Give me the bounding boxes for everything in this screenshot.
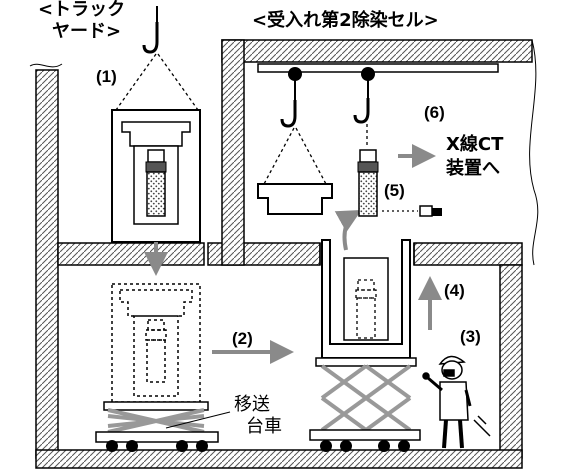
- hook-icon: [142, 22, 159, 54]
- canister-icon: [146, 171, 166, 217]
- cut-line: [529, 39, 539, 266]
- floor-slab-left: [57, 242, 205, 266]
- transfer-leader: [165, 411, 231, 429]
- floor-slab-right: [413, 242, 523, 266]
- arrow-curve-lift: [334, 210, 362, 251]
- step-4-label: (4): [444, 281, 465, 300]
- step-5-label: (5): [384, 181, 405, 200]
- track-yard-hook-assembly: [111, 6, 201, 243]
- worker-icon: [422, 355, 491, 449]
- step-6-label: (6): [424, 103, 445, 122]
- transfer-trolley-label-line2: 台車: [246, 416, 282, 437]
- bottom-floor: [35, 449, 523, 469]
- transfer-trolley-label-line1: 移送: [234, 394, 270, 415]
- step-2-label: (2): [232, 329, 253, 348]
- container-dashed-outline: [111, 283, 201, 403]
- left-transfer-trolley: [95, 401, 219, 452]
- hook-icon: [280, 100, 297, 128]
- right-lifter: [309, 239, 421, 452]
- step-3-label: (3): [460, 327, 481, 346]
- building-walls: [29, 39, 539, 469]
- container-lid: [257, 183, 333, 215]
- cell-crane: [257, 63, 499, 217]
- cell-ceiling: [221, 39, 533, 63]
- canister-icon: [358, 171, 378, 217]
- track-yard-title-line2: ヤード>: [52, 21, 122, 42]
- receiving-cell-title: <受入れ第2除染セル>: [252, 10, 439, 31]
- xray-ct-label-line2: 装置へ: [446, 158, 500, 179]
- cell-left-wall: [221, 39, 245, 266]
- track-yard-title-line1: <トラック: [38, 0, 126, 20]
- left-wall: [35, 69, 59, 459]
- crane-rail: [257, 63, 499, 73]
- hook-icon: [353, 98, 370, 124]
- right-wall: [499, 264, 523, 459]
- xray-ct-label-line1: X線CT: [446, 134, 504, 155]
- survey-instrument-icon: [419, 205, 442, 217]
- step-1-label: (1): [96, 67, 117, 86]
